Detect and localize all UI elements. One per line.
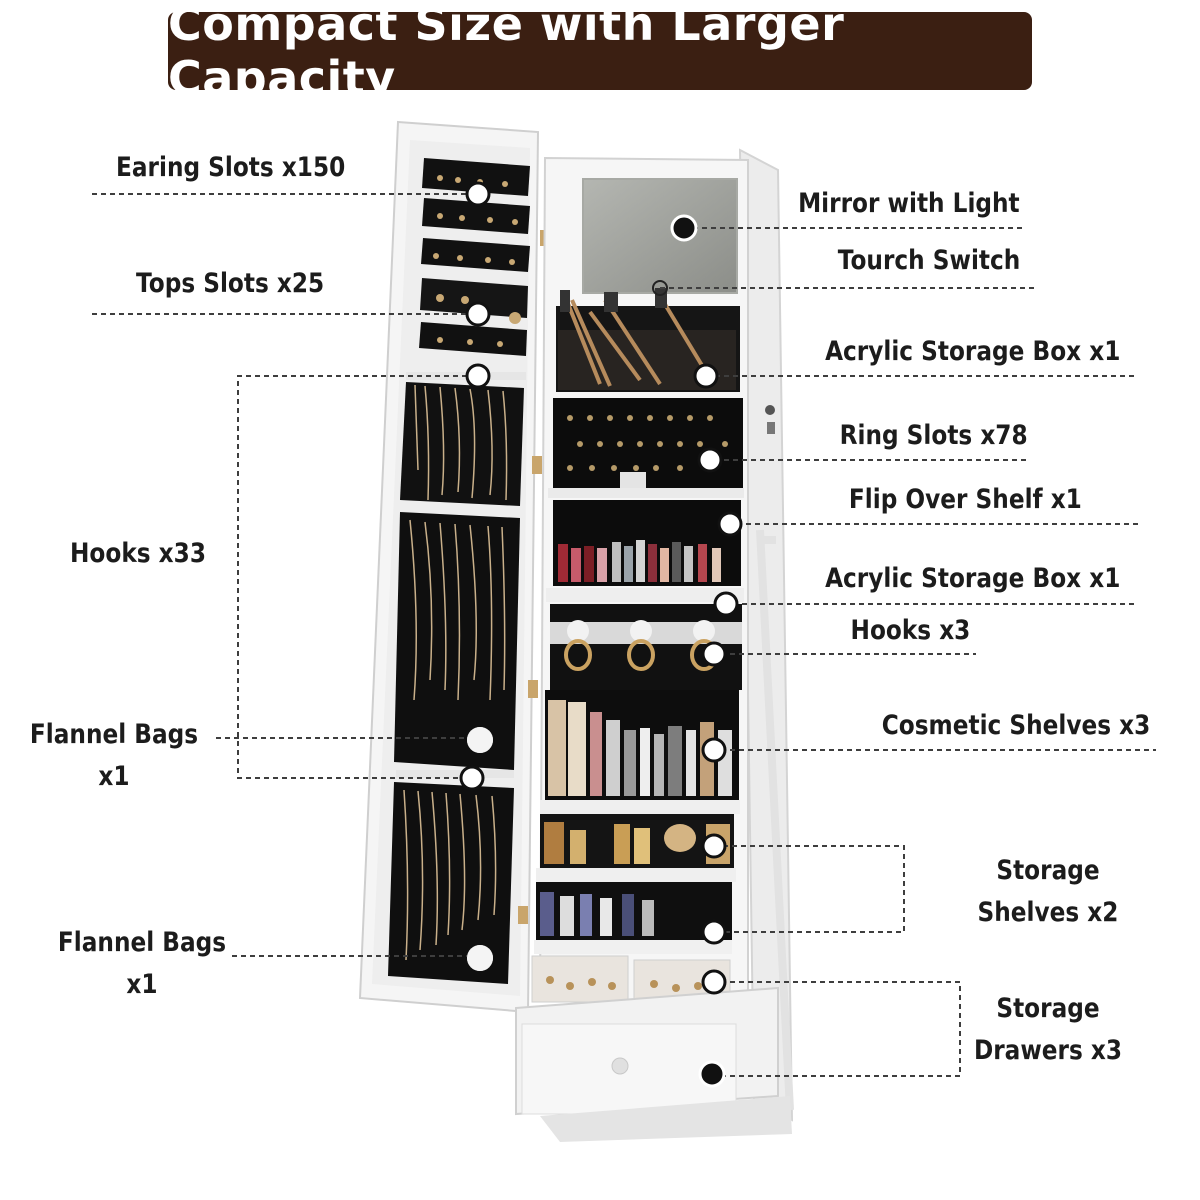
label-tops-slots: Tops Slots x25 — [136, 268, 325, 299]
storage-shelf-upper — [540, 814, 734, 870]
label-hooks: Hooks x33 — [70, 538, 206, 569]
label-touch-switch: Tourch Switch — [837, 245, 1020, 276]
bottom-drawer — [515, 986, 792, 1142]
ring-slots-tray — [553, 398, 743, 488]
label-storage-shelves-line2: Shelves x2 — [977, 897, 1119, 928]
leader-lines — [92, 193, 1156, 1077]
label-ring-slots: Ring Slots x78 — [839, 420, 1028, 451]
polish-shelf — [553, 500, 741, 586]
label-storage-shelves-line1: Storage — [996, 855, 1100, 886]
lock-icon — [765, 405, 775, 434]
label-flannel-bags-lower: Flannel Bags x1 — [56, 922, 228, 1006]
label-storage-drawers-line2: Drawers x3 — [973, 1035, 1123, 1066]
page-title: Compact Size with Larger Capacity — [168, 0, 845, 105]
label-mirror-light: Mirror with Light — [798, 188, 1020, 219]
label-storage-drawers-line1: Storage — [996, 993, 1100, 1024]
label-flannel-bags-upper: Flannel Bags x1 — [28, 714, 200, 798]
label-acrylic-box-lower: Acrylic Storage Box x1 — [824, 563, 1120, 594]
cabinet-door — [358, 120, 548, 1014]
marker-dots — [459, 181, 743, 1088]
bracelet-hooks — [550, 604, 742, 690]
label-hooks-3: Hooks x3 — [850, 615, 970, 646]
title-banner: Compact Size with Larger Capacity — [168, 0, 1032, 105]
earring-slots-panel — [419, 158, 530, 356]
necklace-panel-upper — [394, 372, 526, 770]
label-flannel-bags-upper-line2: x1 — [98, 761, 130, 792]
label-earing-slots: Earing Slots x150 — [116, 152, 346, 183]
label-flannel-bags-lower-line2: x1 — [126, 969, 158, 1000]
label-flannel-bags-upper-line1: Flannel Bags — [29, 719, 199, 750]
label-storage-shelves: Storage Shelves x2 — [962, 850, 1134, 934]
cabinet-body — [515, 148, 794, 1142]
label-storage-drawers: Storage Drawers x3 — [962, 988, 1134, 1072]
necklace-panel-lower — [388, 770, 514, 984]
storage-shelf-lower — [536, 882, 732, 940]
label-flannel-bags-lower-line1: Flannel Bags — [57, 927, 227, 958]
label-cosmetic-shelves: Cosmetic Shelves x3 — [881, 710, 1150, 741]
label-flip-shelf: Flip Over Shelf x1 — [849, 484, 1082, 515]
label-acrylic-box-upper: Acrylic Storage Box x1 — [824, 336, 1120, 367]
